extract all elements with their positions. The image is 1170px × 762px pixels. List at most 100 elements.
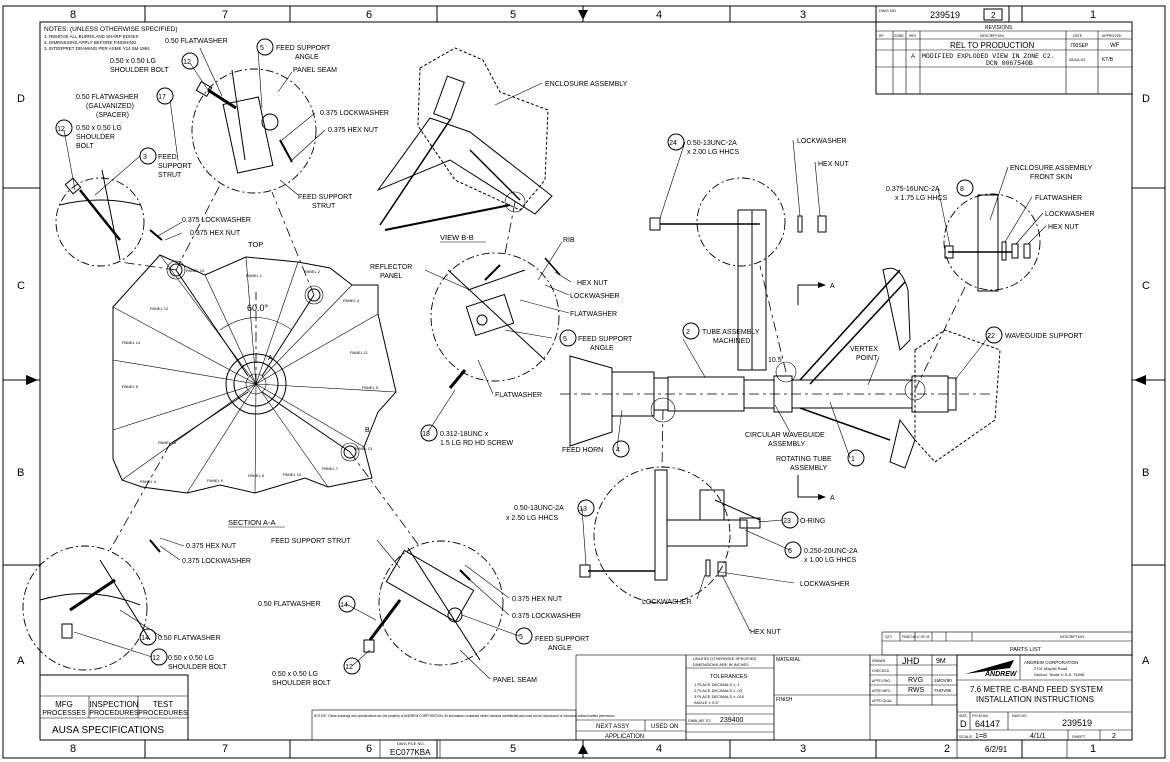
label-enclosure-front: ENCLOSURE ASSEMBLY — [1010, 165, 1093, 172]
dimension-10-5: 10.5 — [768, 357, 782, 364]
size-value: D — [960, 719, 967, 729]
rev-row-appr: KT/B — [1102, 57, 1114, 63]
label-hhcs: x 1.75 LG HHCS — [895, 195, 947, 202]
notes-title: NOTES: (UNLESS OTHERWISE SPECIFIED) — [44, 26, 178, 33]
parts-list-title: PARTS LIST — [1010, 647, 1042, 653]
balloon-14: 14 — [340, 602, 348, 609]
label-feed-support-strut: FEED SUPPORT STRUT — [271, 538, 351, 545]
appd-mfg-date: 7NOV90 — [934, 688, 952, 693]
parts-header: QTY — [885, 635, 893, 639]
panel-label: PANEL 8 — [248, 473, 265, 478]
callouts: 0.50 FLATWASHER 12 0.50 x 0.50 LG SHOULD… — [55, 38, 1095, 687]
label-shoulder-bolt: 0.50 x 0.50 LG — [168, 655, 214, 662]
rev-row-date: 28JUL04 — [1069, 57, 1086, 62]
balloon-2: 2 — [686, 329, 690, 336]
andrew-logo-icon — [965, 660, 1014, 674]
parts-header: U OF M — [917, 635, 929, 639]
balloon-17: 17 — [158, 94, 166, 101]
label-hhcs: x 1.00 LG HHCS — [804, 557, 856, 564]
label-hhcs: 0.250-20UNC-2A — [804, 548, 858, 555]
dwg-value: 239519 — [1062, 718, 1092, 728]
rev-header: ZONE — [894, 34, 904, 38]
detail-views: A A 10.5 — [22, 47, 1041, 671]
tol-header: DIMENSIONS ARE IN INCHES — [693, 662, 749, 667]
spec-header: PROCESSES — [42, 710, 86, 717]
label-tube-assembly: TUBE ASSEMBLY — [702, 329, 760, 336]
col-label-bottom: 1 — [1090, 743, 1096, 755]
sig-label: DRAWN — [872, 659, 886, 663]
view-label-bb: VIEW B-B — [440, 233, 474, 242]
col-label-top: 7 — [222, 9, 228, 21]
label-feed-support-angle: ANGLE — [548, 645, 572, 652]
rev-row-desc: REL TO PRODUCTION — [950, 41, 1035, 50]
label-feed-support-strut: SUPPORT — [158, 163, 192, 170]
row-label-right: D — [1142, 93, 1150, 105]
row-label-left: D — [17, 93, 25, 105]
sheet-value: 2 — [1112, 733, 1116, 740]
label-lockwasher: 0.375 LOCKWASHER — [512, 613, 581, 620]
label-shoulder-bolt: SHOULDER — [76, 134, 115, 141]
balloon-23: 23 — [783, 518, 791, 525]
row-label-left: B — [17, 467, 24, 479]
label-lockwasher: 0.375 LOCKWASHER — [182, 217, 251, 224]
company-logo-text: ANDREW — [984, 671, 1018, 678]
label-screw: 1.5 LG RD HD SCREW — [440, 440, 514, 447]
label-circular-waveguide: CIRCULAR WAVEGUIDE — [745, 432, 825, 439]
label-flatwasher: 0.50 FLATWASHER — [258, 601, 321, 608]
balloon-3: 3 — [143, 154, 147, 161]
label-hhcs: x 2.50 LG HHCS — [506, 515, 558, 522]
fscm-value: 64147 — [975, 719, 1000, 729]
panel-label: PANEL 5 — [362, 385, 379, 390]
label-feed-support-angle: FEED SUPPORT — [578, 336, 633, 343]
rev-row-date: 700SEP — [1070, 43, 1089, 49]
finish-label: FINISH — [776, 697, 793, 703]
label-hex-nut: 0.375 HEX NUT — [186, 543, 237, 550]
panel-label: PANEL 7 — [322, 466, 339, 471]
col-label-top: 8 — [70, 9, 76, 21]
application-label: APPLICATION — [605, 734, 644, 740]
panel-label: PANEL 16 — [158, 440, 177, 445]
drawn-by: JHD — [902, 656, 920, 666]
sig-label: CHECKED — [872, 669, 890, 673]
code-value: 4/1/1 — [1030, 733, 1046, 740]
center-mark-bottom-icon — [578, 744, 588, 754]
center-mark-right-icon — [1134, 375, 1146, 385]
label-flatwasher: FLATWASHER — [495, 392, 542, 399]
label-vertex-point: VERTEX — [850, 346, 878, 353]
row-label-right: C — [1142, 280, 1150, 292]
material-label: MATERIAL — [776, 657, 801, 663]
label-feed-support-angle: FEED SUPPORT — [276, 45, 331, 52]
scale-label: SCALE — [959, 734, 972, 739]
note-line: 1. REMOVE ALL BURRS AND SHARP EDGES — [44, 34, 139, 39]
tolerance-block: UNLESS OTHERWISE SPECIFIED DIMENSIONS AR… — [685, 654, 775, 741]
drawn-date: 9M — [936, 658, 946, 665]
spec-header: PROCEDURES — [89, 710, 139, 717]
balloon-12: 12 — [345, 664, 353, 671]
label-lockwasher: 0.375 LOCKWASHER — [182, 558, 251, 565]
label-hhcs: 0.50-13UNC-2A — [514, 505, 564, 512]
spec-header: MFG — [55, 700, 73, 709]
rev-title: REVISIONS — [985, 25, 1013, 31]
fscm-label: FSCM NO. — [972, 714, 989, 718]
balloon-1: 1 — [851, 456, 855, 463]
label-lockwasher: 0.375 LOCKWASHER — [320, 110, 389, 117]
label-feed-support-strut: FEED — [158, 154, 177, 161]
rev-header: RF — [879, 34, 884, 38]
revision-block: DWG NO 239519 2 REVISIONS RF ZONE REV DE… — [875, 5, 1133, 95]
drawing-title: 7.6 METRE C-BAND FEED SYSTEM — [970, 685, 1103, 694]
label-hhcs: 0.50-13UNC-2A — [687, 140, 737, 147]
rev-dwgno: 239519 — [930, 10, 960, 20]
parts-header: DESCRIPTION — [1060, 635, 1084, 639]
label-o-ring: O-RING — [800, 518, 825, 525]
balloon-14: 14 — [141, 635, 149, 642]
row-label-right: A — [1142, 655, 1150, 667]
col-label-bottom: 8 — [70, 743, 76, 755]
signature-block: DRAWN CHECKED APPD ENG APPD MFG APPD QUA… — [869, 654, 958, 706]
note-line: 3. INTERPRET DRAWING PER ASME Y14.5M-199… — [44, 46, 150, 51]
rev-header: DATE — [1073, 34, 1083, 38]
application-block: NOTICE: These drawings and specification… — [311, 654, 687, 759]
label-rotating-tube: ROTATING TUBE — [776, 456, 832, 463]
col-label-top: 1 — [1090, 9, 1096, 21]
col-label-bottom: 7 — [222, 743, 228, 755]
